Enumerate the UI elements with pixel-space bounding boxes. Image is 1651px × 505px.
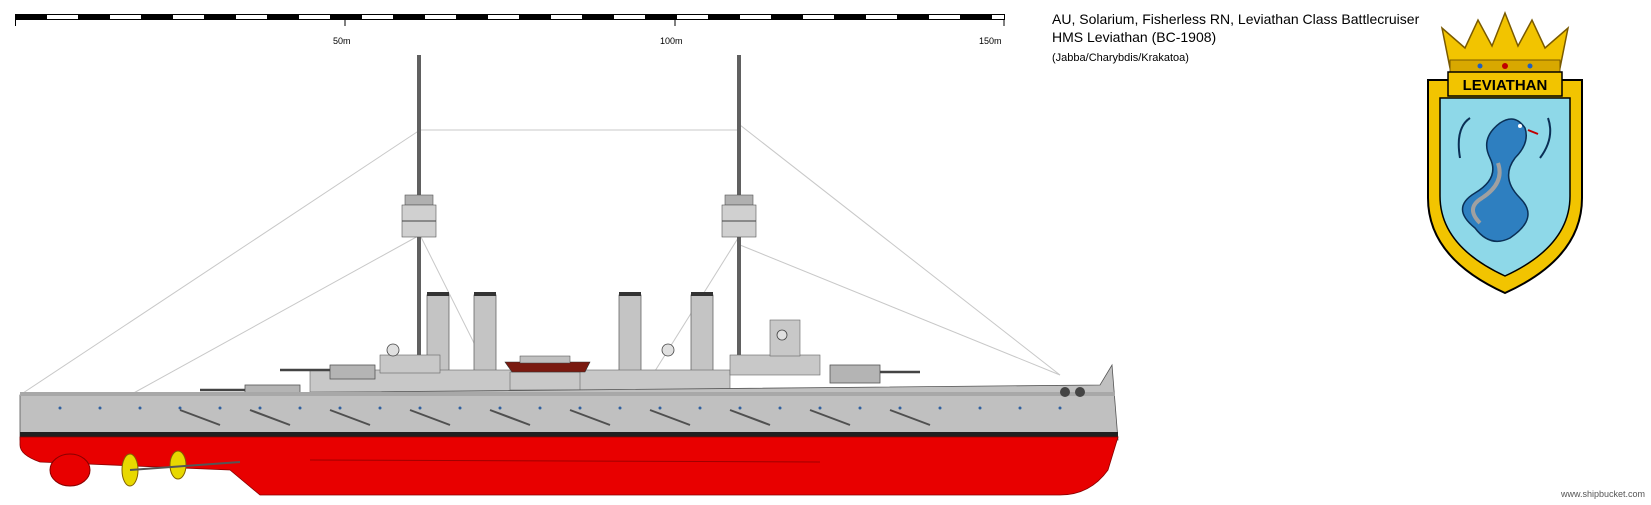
boot-topping [20,432,1118,437]
ships-boat [504,355,591,373]
credits-authors: (Jabba/Charybdis/Krakatoa) [1052,52,1189,64]
naval-crown-icon [1440,10,1570,73]
badge-name-text: LEVIATHAN [1463,77,1548,94]
net-booms [179,409,931,426]
info-block: AU, Solarium, Fisherless RN, Leviathan C… [1052,10,1419,64]
scale-bar: 50m 100m 150m [15,14,1005,54]
propellers [49,450,241,487]
scale-tick-100m: 100m [660,36,683,46]
hull-antifouling [19,436,1119,496]
anchors [1060,387,1085,397]
portholes [58,406,1062,410]
ship-profile [19,55,1119,496]
badge-nameplate [1447,71,1563,97]
superstructure [309,319,821,393]
rigging [19,124,1061,396]
ship-badge: LEVIATHAN [1427,10,1583,295]
funnel-caps [427,292,713,296]
scale-tick-150m: 150m [979,36,1002,46]
gun-barrels [200,368,920,392]
ship-class-title: AU, Solarium, Fisherless RN, Leviathan C… [1052,11,1420,27]
searchlights [386,329,788,357]
deck-line [20,392,1115,396]
scale-bar-graphic [15,14,1005,26]
sea-serpent-icon [1457,117,1552,243]
site-credit: www.shipbucket.com [1560,489,1645,499]
funnels [426,294,714,376]
mainmast [721,55,757,375]
foremast [401,55,437,375]
scale-tick-50m: 50m [333,36,351,46]
ship-name: HMS Leviathan (BC-1908) [1052,29,1217,45]
